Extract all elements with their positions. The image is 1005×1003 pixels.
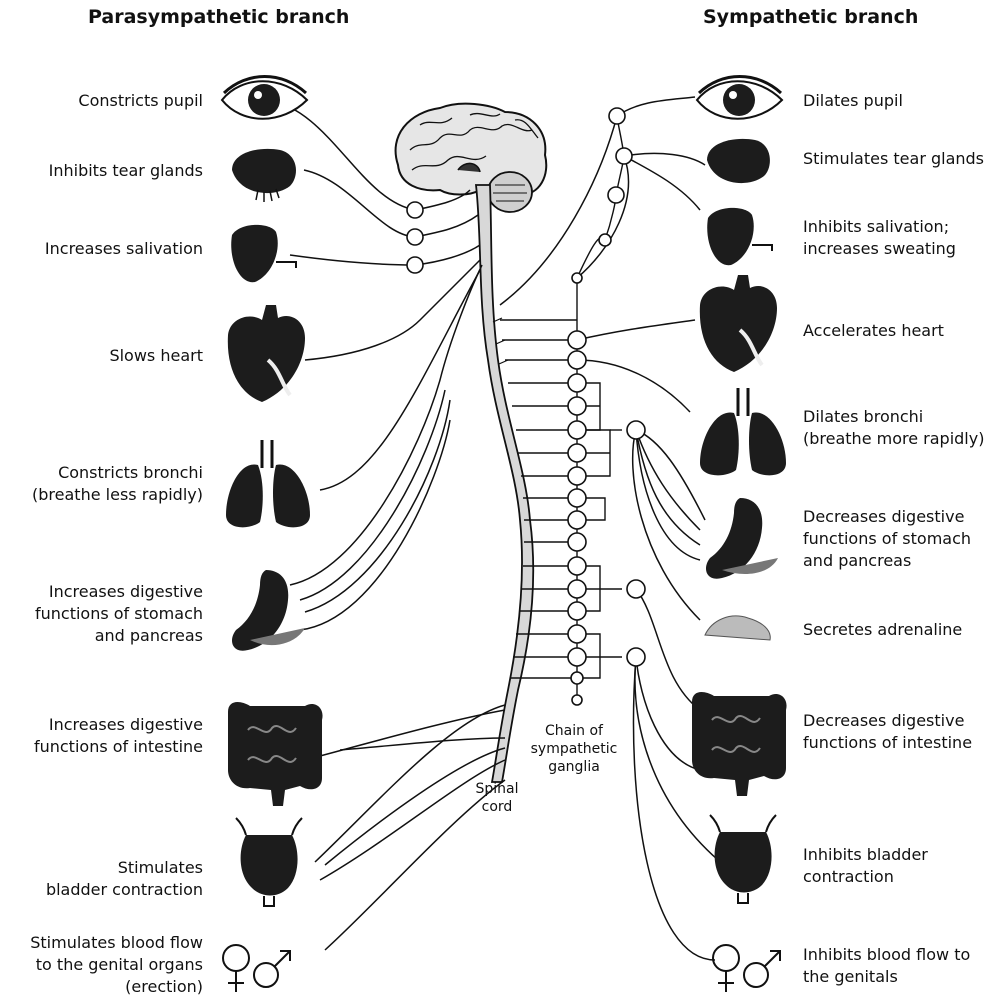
salivary-gland-icon (231, 225, 296, 282)
genitals-icon (713, 945, 780, 992)
eye-icon (222, 77, 307, 119)
stomach-icon (706, 498, 778, 579)
bladder-icon (710, 815, 776, 903)
intestine-icon (692, 692, 787, 796)
intestine-icon (228, 702, 323, 806)
bladder-icon (236, 818, 302, 906)
lungs-icon (700, 388, 786, 475)
heart-icon (228, 305, 305, 402)
heart-icon (700, 275, 777, 372)
spinal-cord (476, 185, 533, 782)
eye-icon (697, 77, 782, 119)
genitals-icon (223, 945, 290, 992)
tear-gland-icon (707, 139, 770, 183)
adrenal-icon (705, 616, 770, 640)
lungs-icon (226, 440, 310, 527)
tear-gland-icon (232, 149, 296, 202)
salivary-gland-icon (707, 208, 772, 265)
brain-icon (396, 104, 547, 212)
stomach-icon (232, 570, 305, 651)
